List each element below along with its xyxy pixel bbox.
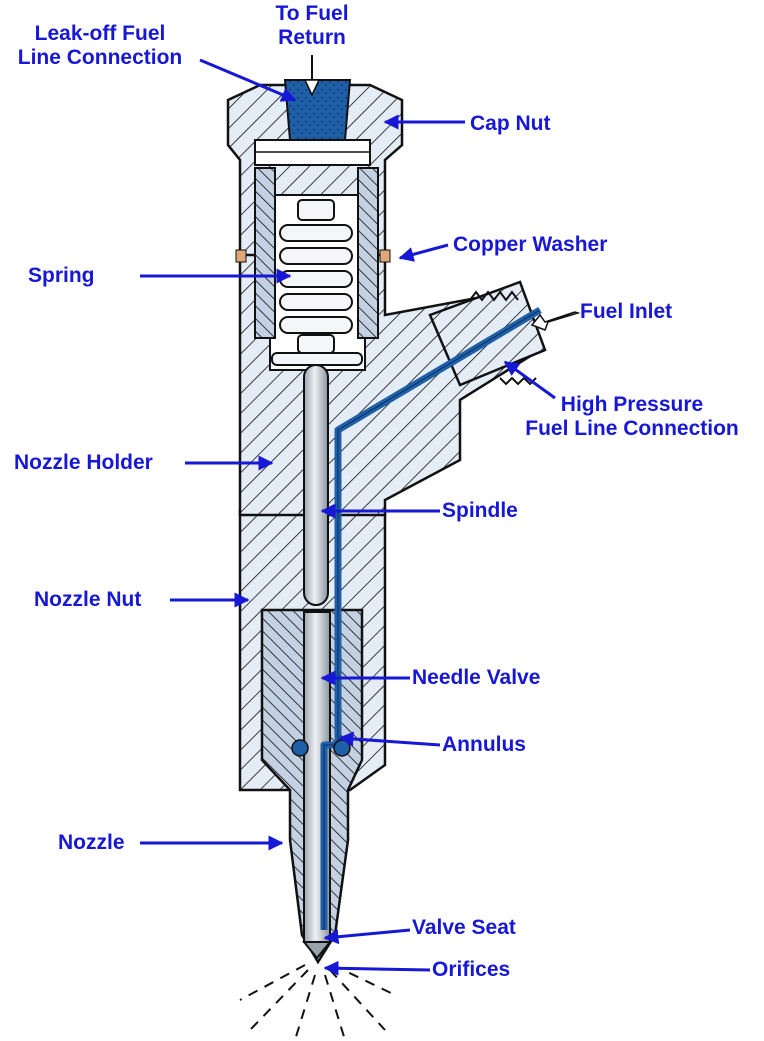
label-leakoff-connection: Leak-off Fuel Line Connection [17, 22, 183, 69]
label-fuel-inlet: Fuel Inlet [580, 300, 673, 323]
label-spring: Spring [28, 264, 95, 287]
leader-lines [140, 58, 556, 976]
label-copper-washer: Copper Washer [453, 233, 608, 256]
spring-coils [271, 199, 363, 366]
spindle-rod [303, 364, 329, 606]
label-nozzle: Nozzle [58, 831, 125, 854]
label-valve-seat: Valve Seat [412, 916, 516, 939]
label-annulus: Annulus [442, 733, 526, 756]
copper-washer [235, 249, 247, 263]
fuel-inlet-arrow [530, 311, 581, 331]
label-nozzle-nut: Nozzle Nut [34, 588, 142, 611]
annulus-chamber [291, 739, 309, 757]
leakoff-plug [283, 79, 352, 141]
label-to-fuel-return: To Fuel Return [275, 2, 349, 49]
label-needle-valve: Needle Valve [412, 666, 541, 689]
fuel-spray [239, 964, 396, 1041]
label-nozzle-holder: Nozzle Holder [14, 451, 153, 474]
label-spindle: Spindle [442, 499, 518, 522]
inlet-threads [469, 290, 537, 386]
label-cap-nut: Cap Nut [470, 112, 551, 135]
label-orifices: Orifices [432, 958, 511, 981]
label-high-pressure-connection: High Pressure Fuel Line Connection [525, 393, 739, 440]
